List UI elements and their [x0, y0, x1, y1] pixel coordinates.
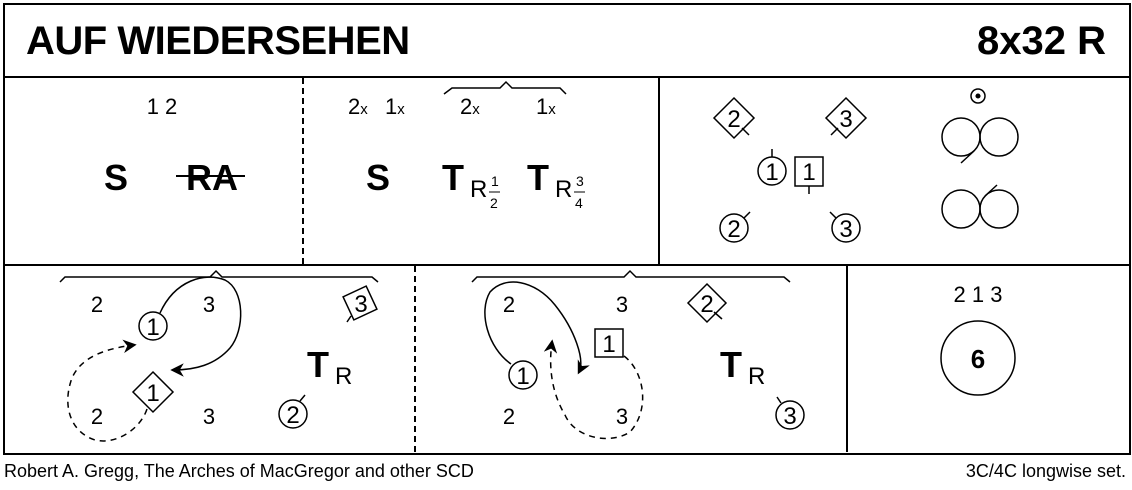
cell-positions: 2 3 1 1 2 3 — [712, 88, 1019, 243]
svg-text:1: 1 — [765, 159, 778, 186]
dancers-label: 1 2 — [147, 94, 178, 119]
count-1x: 1x — [385, 94, 405, 119]
square-dancer-1: 1 — [794, 156, 824, 194]
divider-top-dashed — [302, 78, 304, 264]
dance-formation: 8x32 R — [977, 19, 1106, 63]
turn-sub: R — [335, 363, 352, 390]
dot-circle-icon — [970, 88, 986, 104]
figure-turn: T — [307, 344, 329, 385]
diamond-dancer-2: 2 — [712, 96, 756, 140]
cell-set-and-rights: 1 2 S RA — [104, 94, 245, 198]
svg-text:2: 2 — [700, 291, 713, 318]
brace — [471, 269, 791, 283]
cell-reel-right: 2 3 2 3 1 1 2 3 T R — [471, 269, 805, 440]
final-order: 2 1 3 — [954, 282, 1003, 307]
label-2-bottom: 2 — [503, 404, 515, 429]
label-2-top: 2 — [91, 292, 103, 317]
count-2x: 2x — [348, 94, 368, 119]
svg-text:1: 1 — [602, 331, 615, 358]
path-solid-loop — [159, 276, 242, 377]
grouped-count-1x: 1x — [536, 94, 556, 119]
svg-text:1: 1 — [802, 159, 815, 186]
figure-turn-three-quarter: T — [527, 157, 549, 198]
figure-turn: T — [720, 344, 742, 385]
label-3-top: 3 — [616, 292, 628, 317]
grouped-count-2x: 2x — [460, 94, 480, 119]
svg-text:1: 1 — [146, 314, 159, 341]
divider-bottom-dashed — [414, 266, 416, 452]
svg-text:2: 2 — [727, 216, 740, 243]
dance-title: AUF WIEDERSEHEN — [26, 19, 410, 63]
svg-text:3: 3 — [839, 106, 852, 133]
curl-turn-low-icon — [941, 117, 1019, 164]
circle-dancer-1: 1 — [138, 311, 168, 341]
svg-text:3: 3 — [783, 403, 796, 430]
figure-rights-across: RA — [186, 157, 238, 198]
circle-dancer-2: 2 — [278, 394, 308, 429]
circle-dancer-1: 1 — [757, 149, 787, 186]
circle-number: 6 — [971, 344, 985, 374]
square-dancer-1: 1 — [594, 328, 624, 358]
figure-turn-half: T — [442, 157, 464, 198]
divider-top-solid — [658, 78, 660, 264]
fraction-num: 3 — [576, 173, 584, 189]
dance-card-frame — [3, 3, 1131, 455]
footer-set-type: 3C/4C longwise set. — [965, 461, 1126, 481]
divider-bottom-solid — [846, 266, 848, 452]
circle-dancer-3: 3 — [775, 396, 805, 430]
path-dashed-loop — [543, 339, 644, 440]
svg-text:2: 2 — [727, 106, 740, 133]
brace — [443, 80, 567, 95]
svg-text:3: 3 — [839, 216, 852, 243]
cell-reel-left: 2 3 2 3 1 1 3 2 T R — [59, 269, 379, 442]
figure-set: S — [104, 157, 128, 198]
turn-3q-sub: R — [555, 176, 572, 203]
circle-six-icon — [940, 320, 1016, 396]
svg-text:1: 1 — [516, 363, 529, 390]
label-2-top: 2 — [503, 292, 515, 317]
circle-dancer-1: 1 — [508, 360, 538, 390]
turn-sub: R — [748, 363, 765, 390]
label-2-bottom: 2 — [91, 404, 103, 429]
fraction-den: 4 — [575, 195, 583, 211]
footer-source: Robert A. Gregg, The Arches of MacGregor… — [4, 461, 474, 481]
cell-set-turn: 2x 1x 2x 1x S T R 1 2 T R 3 4 — [348, 80, 585, 211]
circle-dancer-3: 3 — [829, 211, 861, 243]
diamond-dancer-3: 3 — [824, 96, 868, 140]
circle-dancer-2: 2 — [719, 211, 751, 243]
svg-text:3: 3 — [354, 291, 367, 318]
fraction-den: 2 — [490, 195, 498, 211]
brace — [59, 269, 379, 283]
path-dashed-loop — [67, 339, 148, 442]
diamond-dancer-2: 2 — [686, 282, 728, 324]
svg-text:2: 2 — [286, 402, 299, 429]
diamond-dancer-3: 3 — [342, 285, 378, 323]
divider-header — [3, 76, 1129, 78]
label-3-top: 3 — [203, 292, 215, 317]
figure-set-2: S — [366, 157, 390, 198]
curl-turn-high-icon — [941, 184, 1019, 229]
fraction-num: 1 — [491, 173, 499, 189]
label-3-bottom: 3 — [616, 404, 628, 429]
cell-final-order: 2 1 3 6 — [940, 282, 1016, 396]
divider-rows — [3, 264, 1129, 266]
svg-text:1: 1 — [146, 380, 159, 407]
diamond-dancer-1: 1 — [131, 370, 175, 414]
path-solid-loop — [484, 281, 590, 375]
turn-half-sub: R — [470, 176, 487, 203]
label-3-bottom: 3 — [203, 404, 215, 429]
